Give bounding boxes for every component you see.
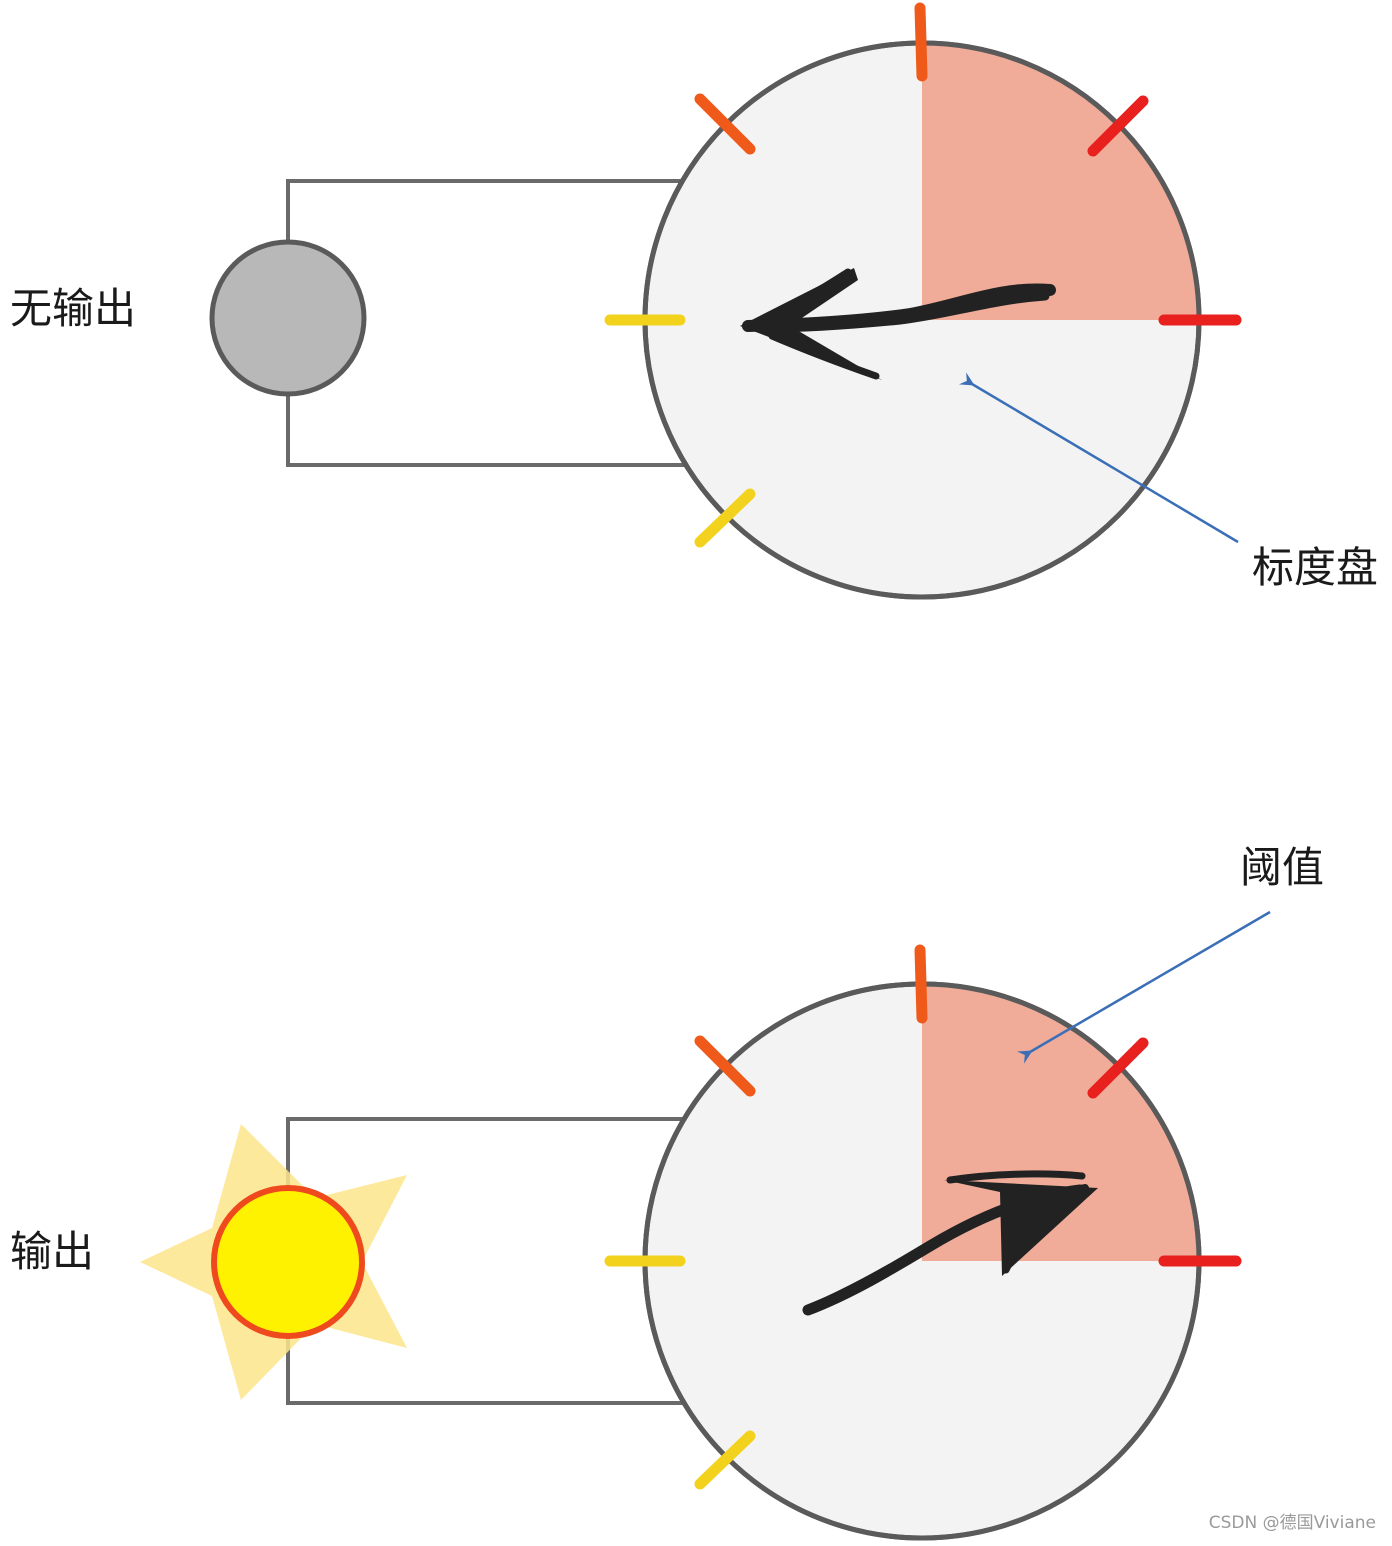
bulb-on	[211, 1185, 365, 1339]
threshold-zone	[922, 984, 1199, 1261]
tick-upper-left	[694, 1035, 756, 1097]
output-label: 输出	[10, 1227, 94, 1276]
wire-bottom	[286, 395, 690, 467]
threshold-label: 阈值	[1240, 843, 1324, 892]
tick-top	[914, 944, 928, 1024]
bulb-off	[209, 239, 367, 397]
tick-upper-right	[1087, 95, 1149, 157]
dial-pointer-arrow	[958, 372, 1239, 544]
panel-no-output: 无输出 标度盘	[10, 2, 1378, 600]
tick-lower-left	[694, 488, 756, 548]
tick-top	[914, 2, 928, 82]
wire-bottom	[286, 1336, 690, 1405]
needle-upper-right	[802, 1170, 1098, 1316]
wire-top	[286, 1117, 690, 1188]
tick-lower-left	[694, 1430, 756, 1490]
no-output-label: 无输出	[10, 284, 136, 333]
threshold-zone	[922, 43, 1199, 320]
dial-bottom	[604, 944, 1242, 1541]
panel-output: 输出 阈值	[10, 843, 1324, 1541]
wire-top	[286, 179, 690, 243]
dial-top	[604, 2, 1242, 600]
tick-upper-right	[1087, 1037, 1149, 1099]
needle-left	[740, 268, 1056, 380]
dial-label: 标度盘	[1252, 543, 1378, 592]
tick-upper-left	[694, 93, 756, 155]
threshold-pointer-arrow	[1016, 910, 1271, 1064]
watermark: CSDN @德国Viviane	[1208, 1513, 1376, 1533]
